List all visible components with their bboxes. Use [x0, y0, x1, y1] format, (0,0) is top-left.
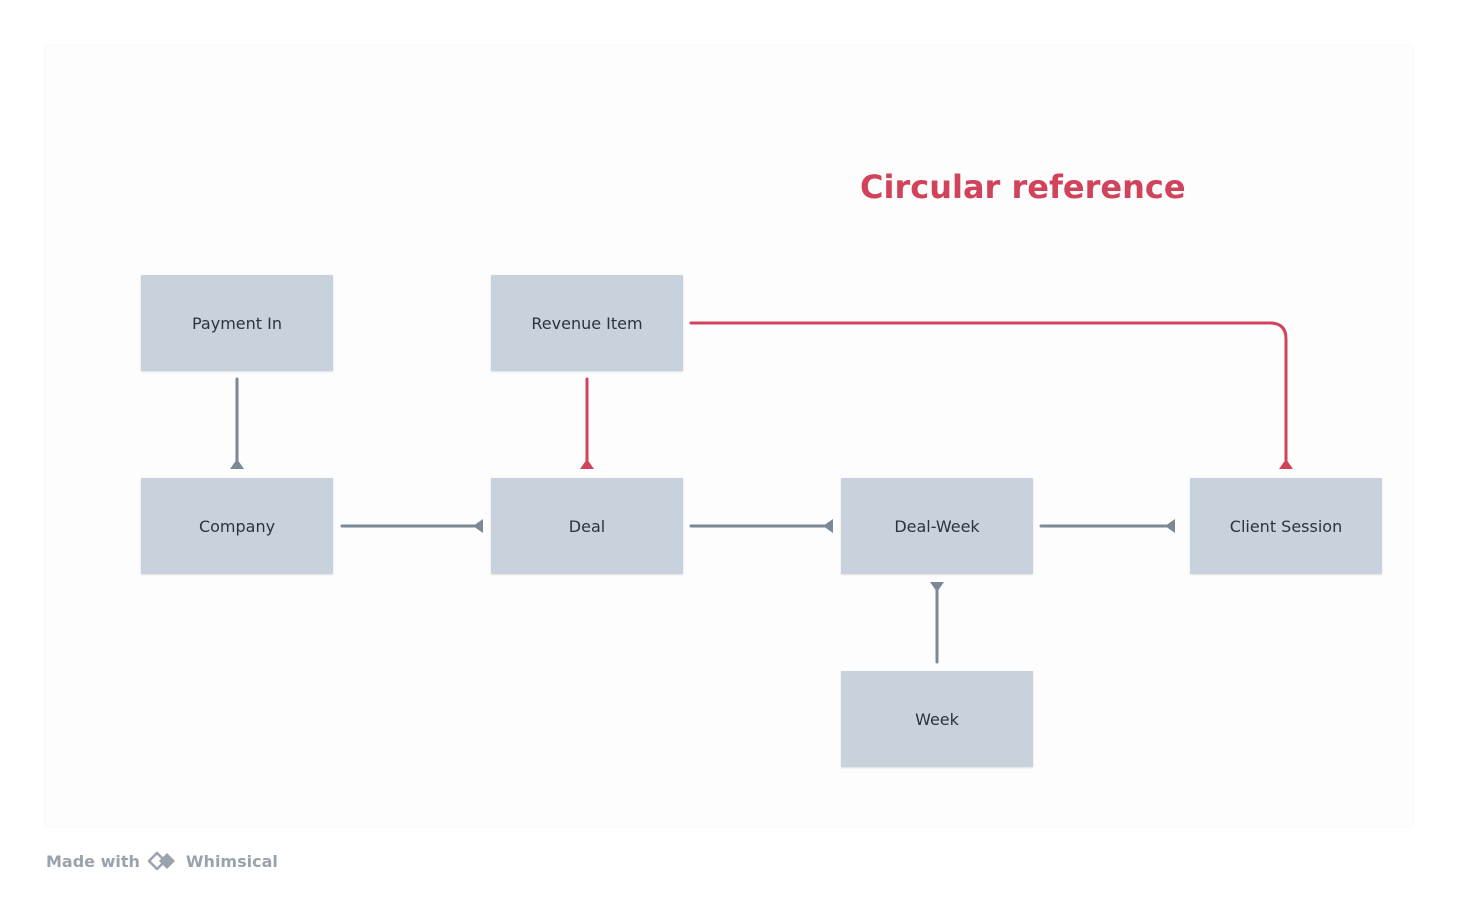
node-client-session[interactable]: Client Session [1190, 478, 1382, 574]
diagram-canvas [46, 46, 1413, 826]
node-payment-in[interactable]: Payment In [141, 275, 333, 371]
made-with-footer[interactable]: Made with Whimsical [46, 850, 278, 872]
node-deal-week[interactable]: Deal-Week [841, 478, 1033, 574]
diagram-title: Circular reference [860, 168, 1186, 206]
whimsical-brand-label: Whimsical [185, 851, 278, 871]
node-week[interactable]: Week [841, 671, 1033, 767]
made-with-label: Made with [46, 851, 140, 871]
whimsical-logo-icon [146, 850, 180, 872]
node-deal[interactable]: Deal [491, 478, 683, 574]
node-revenue-item[interactable]: Revenue Item [491, 275, 683, 371]
node-company[interactable]: Company [141, 478, 333, 574]
